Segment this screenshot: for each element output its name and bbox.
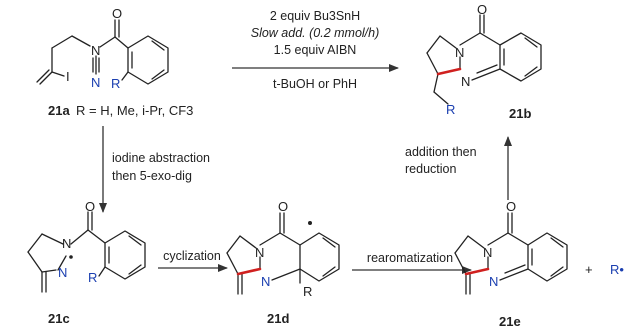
structure-21a: [36, 19, 169, 85]
structure-21b: [426, 14, 542, 105]
atom-n2-21e: N: [489, 274, 498, 289]
condition-iodine-abstraction: iodine abstraction: [112, 151, 210, 165]
atom-r-21a: R: [111, 76, 120, 91]
atom-r-21b: R: [446, 102, 455, 117]
condition-exo-dig: then 5-exo-dig: [112, 169, 192, 183]
atom-n1-21c: N: [62, 236, 71, 251]
radical-dot-21d: [308, 221, 312, 225]
condition-bu3snh: 2 equiv Bu3SnH: [270, 9, 360, 23]
atom-i-21a: I: [66, 69, 70, 84]
structure-21c: [27, 211, 146, 293]
condition-reduction: reduction: [405, 162, 456, 176]
atom-o-21b: O: [477, 2, 487, 17]
radical-dot-21c: [69, 255, 73, 259]
structure-21e: [454, 212, 568, 295]
atom-o-21e: O: [506, 199, 516, 214]
label-21a: 21a: [48, 103, 70, 118]
atom-n1-21e: N: [483, 245, 492, 260]
structure-21d: [226, 212, 340, 295]
radical-r: R•: [610, 262, 624, 277]
atom-r-21d: R: [303, 284, 312, 299]
atom-n2-21b: N: [461, 74, 470, 89]
atom-nitrile-n-21a: N: [91, 75, 100, 90]
atom-o-21c: O: [85, 199, 95, 214]
atom-o-21d: O: [278, 199, 288, 214]
label-21e: 21e: [499, 314, 521, 329]
highlight-bond-21b: [436, 67, 462, 76]
condition-solvent: t-BuOH or PhH: [273, 77, 357, 91]
label-21b: 21b: [509, 106, 531, 121]
atom-n1-21b: N: [455, 45, 464, 60]
atom-n1-21d: N: [255, 245, 264, 260]
atom-r-21c: R: [88, 270, 97, 285]
atom-n2-21c: N: [58, 265, 67, 280]
condition-slow-add: Slow add. (0.2 mmol/h): [251, 26, 380, 40]
highlight-bond-21e: [464, 267, 490, 276]
condition-addition: addition then: [405, 145, 477, 159]
condition-rearomatization: rearomatization: [367, 251, 453, 265]
condition-aibn: 1.5 equiv AIBN: [274, 43, 357, 57]
label-21c: 21c: [48, 311, 70, 326]
highlight-bond-21d: [236, 267, 262, 276]
condition-cyclization: cyclization: [163, 249, 221, 263]
atom-n-21a: N: [91, 43, 100, 58]
atom-o-21a: O: [112, 6, 122, 21]
plus-sign: +: [585, 262, 593, 277]
label-21d: 21d: [267, 311, 289, 326]
atom-n2-21d: N: [261, 274, 270, 289]
label-21a-r-groups: R = H, Me, i-Pr, CF3: [76, 103, 193, 118]
